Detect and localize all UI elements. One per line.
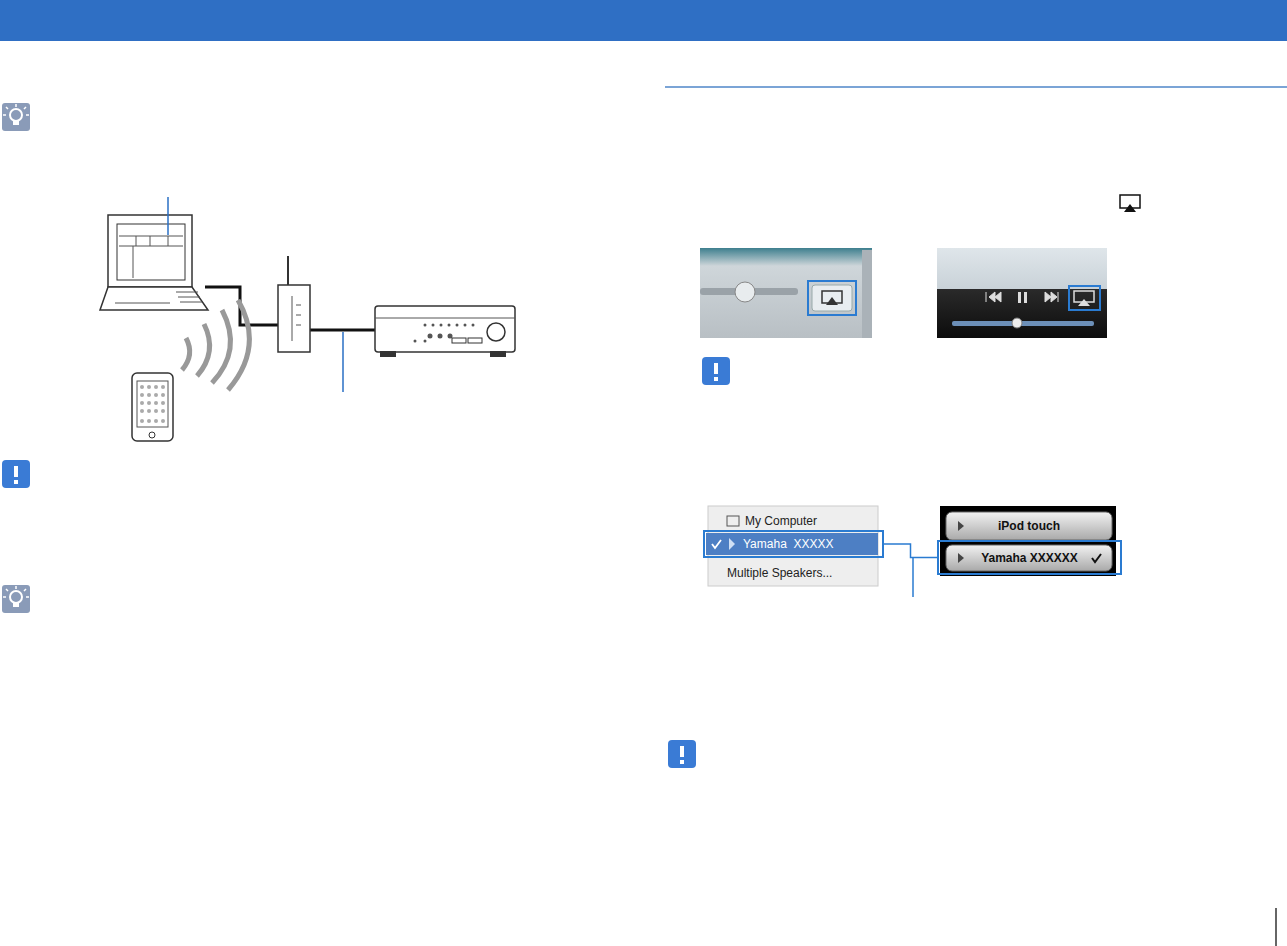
- menu-item-text: iPod touch: [998, 519, 1060, 533]
- menu-item: iPod touch: [946, 512, 1112, 540]
- menu-item: Yamaha XXXXXX: [937, 540, 1122, 575]
- bracket-connector: [884, 544, 937, 558]
- menu-item-text: Yamaha XXXXXX: [981, 551, 1078, 565]
- menu-text: My Computer: [745, 514, 817, 528]
- menu-item: Yamaha XXXXX: [703, 530, 884, 558]
- menu-item-text: Yamaha XXXXX: [743, 537, 834, 551]
- menu-text: Multiple Speakers...: [727, 566, 832, 580]
